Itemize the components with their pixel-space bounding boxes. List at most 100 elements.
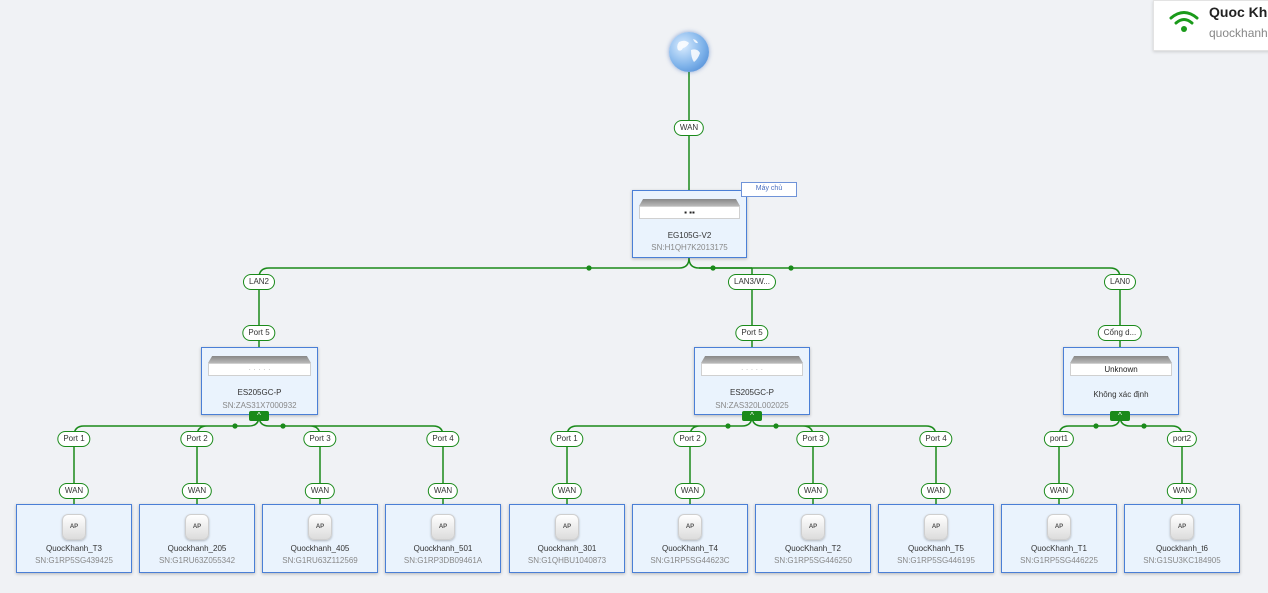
wifi-icon [1169,11,1199,32]
ap-wan-label: WAN [674,483,706,499]
bus-dot [232,423,238,429]
switch-2-uplink-label: LAN3/W... [727,274,777,290]
bus-dot [725,423,731,429]
ap-card[interactable]: AP QuocKhanh_T4 SN:G1RP5SG44623C [632,504,748,573]
globe-icon[interactable] [669,32,709,72]
ap-wan-label: WAN [427,483,459,499]
ap-port-label: Port 2 [673,431,707,447]
ap-sn: SN:G1RP5SG446225 [1020,556,1098,565]
ap-card[interactable]: AP Quockhanh_405 SN:G1RU63Z112569 [262,504,378,573]
ap-card[interactable]: AP Quockhanh_t6 SN:G1SU3KC184905 [1124,504,1240,573]
ap-wan-label: WAN [551,483,583,499]
bus-dot [773,423,779,429]
ap-card[interactable]: AP Quockhanh_501 SN:G1RP3DB09461A [385,504,501,573]
wan-link-label: WAN [673,120,705,136]
switch-model: ES205GC-P [729,388,775,397]
gateway-role-tag: Máy chủ [741,182,797,197]
bus-dot [788,265,794,271]
globe-continents [677,39,700,62]
ap-wan-label: WAN [797,483,829,499]
access-point-icon: AP [1047,514,1071,540]
ap-card[interactable]: AP QuocKhanh_T3 SN:G1RP5SG439425 [16,504,132,573]
ap-card[interactable]: AP QuocKhanh_T1 SN:G1RP5SG446225 [1001,504,1117,573]
ap-port-label: Port 3 [796,431,830,447]
switch-model: Không xác định [1093,390,1149,399]
link-switch-2-fanout [566,415,937,505]
ap-wan-label: WAN [1166,483,1198,499]
network-subtitle: quockhanh [1209,26,1268,40]
switch-1-uplink-label: LAN2 [242,274,276,290]
collapse-toggle-button[interactable]: ^ [742,411,762,421]
ap-name: QuocKhanh_T2 [784,544,842,553]
access-point-icon: AP [924,514,948,540]
ap-sn: SN:G1SU3KC184905 [1143,556,1221,565]
access-point-icon: AP [678,514,702,540]
ap-port-label: Port 2 [180,431,214,447]
ap-name: Quockhanh_205 [167,544,227,553]
ap-name: QuocKhanh_T5 [907,544,965,553]
ap-wan-label: WAN [304,483,336,499]
ap-port-label: port2 [1166,431,1198,447]
ap-wan-label: WAN [58,483,90,499]
switch-sn: SN:ZAS320L002025 [715,401,789,410]
ap-card[interactable]: AP QuocKhanh_T2 SN:G1RP5SG446250 [755,504,871,573]
switch-model: ES205GC-P [237,388,282,397]
bus-dot [1093,423,1099,429]
ap-sn: SN:G1RP5SG446250 [774,556,852,565]
ap-sn: SN:G1RP3DB09461A [403,556,483,565]
gateway-model: EG105G-V2 [667,231,712,240]
gateway-device-image: ▪ ▪▪ [639,199,740,219]
collapse-toggle-button[interactable]: ^ [249,411,269,421]
ap-name: QuocKhanh_T1 [1030,544,1088,553]
link-switch-1-fanout [73,415,444,505]
ap-wan-label: WAN [1043,483,1075,499]
access-point-icon: AP [185,514,209,540]
access-point-icon: AP [431,514,455,540]
ap-name: Quockhanh_t6 [1155,544,1209,553]
ap-card[interactable]: AP Quockhanh_205 SN:G1RU63Z055342 [139,504,255,573]
ap-name: QuocKhanh_T4 [661,544,719,553]
ap-card[interactable]: AP QuocKhanh_T5 SN:G1RP5SG446195 [878,504,994,573]
ap-name: Quockhanh_301 [537,544,597,553]
switch-device-image: · · · · · [208,356,311,376]
network-info-panel[interactable]: Quoc Kh quockhanh [1153,0,1268,51]
gateway-card[interactable]: ▪ ▪▪ EG105G-V2 SN:H1QH7K2013175 [632,190,747,258]
ap-wan-label: WAN [181,483,213,499]
switch-device-image: · · · · · [701,356,803,376]
ap-port-label: Port 4 [426,431,460,447]
network-name: Quoc Kh [1209,4,1268,20]
bus-dot [586,265,592,271]
ap-sn: SN:G1RP5SG44623C [650,556,730,565]
gateway-sn: SN:H1QH7K2013175 [651,243,728,252]
ap-port-label: Port 1 [550,431,584,447]
bus-dot [280,423,286,429]
access-point-icon: AP [1170,514,1194,540]
bus-dot [710,265,716,271]
switch-card-2[interactable]: · · · · · ES205GC-P SN:ZAS320L002025 [694,347,810,415]
collapse-toggle-button[interactable]: ^ [1110,411,1130,421]
ap-sn: SN:G1RU63Z055342 [158,556,236,565]
switch-card-1[interactable]: · · · · · ES205GC-P SN:ZAS31X7000932 [201,347,318,415]
access-point-icon: AP [62,514,86,540]
ap-sn: SN:G1RP5SG439425 [35,556,113,565]
ap-sn: SN:G1RP5SG446195 [897,556,975,565]
switch-card-3[interactable]: Unknown Không xác định [1063,347,1179,415]
ap-card[interactable]: AP Quockhanh_301 SN:G1QHBU1040873 [509,504,625,573]
ap-port-label: port1 [1043,431,1075,447]
ap-name: Quockhanh_405 [290,544,350,553]
ap-sn: SN:G1QHBU1040873 [527,556,607,565]
access-point-icon: AP [555,514,579,540]
link-bus-switch-1 [258,267,679,347]
ap-name: QuocKhanh_T3 [45,544,103,553]
ap-port-label: Port 1 [57,431,91,447]
ap-name: Quockhanh_501 [413,544,473,553]
switch-3-uplink-label: LAN0 [1103,274,1137,290]
unknown-device-image: Unknown [1070,356,1172,376]
link-switch-3-fanout [1058,415,1183,505]
ap-port-label: Port 3 [303,431,337,447]
access-point-icon: AP [308,514,332,540]
ap-wan-label: WAN [920,483,952,499]
switch-3-port-label: Cổng d... [1097,325,1143,341]
ap-sn: SN:G1RU63Z112569 [282,556,358,565]
bus-dot [1141,423,1147,429]
